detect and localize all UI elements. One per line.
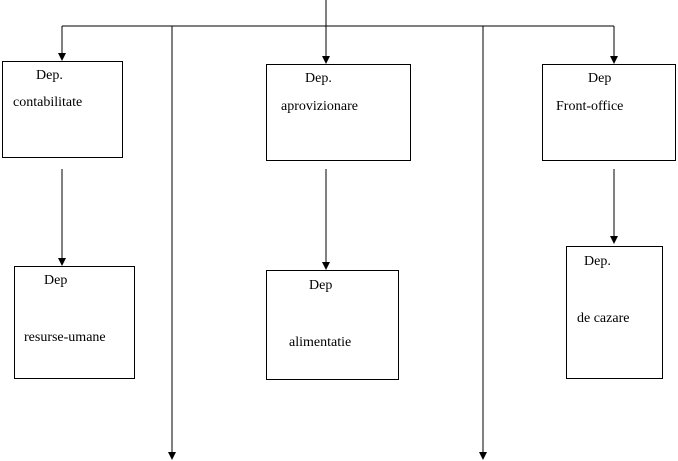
dep-front-office-line1: Dep [588,71,612,86]
dep-cazare-line2: de cazare [577,311,630,326]
dep-aprovizionare-line2: aprovizionare [281,99,358,114]
dep-front-office-box [542,64,676,161]
dep-alimentatie-box [266,270,399,380]
dep-resurse-umane-line2: resurse-umane [24,330,106,345]
dep-resurse-umane-line1: Dep [44,273,68,288]
dep-contabilitate-box [2,61,123,158]
dep-cazare-box [566,246,663,379]
dep-front-office-line2: Front-office [556,99,624,114]
dep-resurse-umane-box [14,266,135,379]
dep-cazare-line1: Dep. [584,254,611,269]
dep-alimentatie-line1: Dep [309,278,333,293]
dep-aprovizionare-box [266,64,411,161]
dep-alimentatie-line2: alimentatie [289,335,352,350]
dep-contabilitate-line1: Dep. [36,68,63,83]
dep-contabilitate-line2: contabilitate [13,95,83,110]
dep-aprovizionare-line1: Dep. [305,71,332,86]
